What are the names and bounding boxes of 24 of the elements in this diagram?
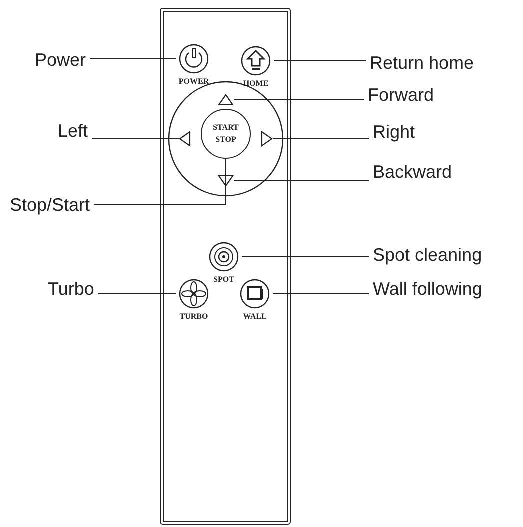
callout-label: Spot cleaning [373,244,482,266]
button-label: POWER [178,77,210,86]
callout-label: Power [35,49,86,71]
button-label: TURBO [178,312,210,321]
start-stop-button: START STOP [201,109,251,159]
leader-line [90,58,176,60]
callout-label: Wall following [373,278,482,300]
button-label: SPOT [212,275,236,284]
leader-line [272,138,370,140]
button-label: HOME [242,79,270,88]
callout-label: Return home [370,52,474,74]
callout-label: Turbo [48,278,94,300]
callout-label: Stop/Start [10,194,90,216]
leader-line [274,60,366,62]
callout-label: Left [58,120,88,142]
leader-line [234,180,370,182]
remote-control-body [160,8,291,525]
callout-label: Forward [368,84,434,106]
leader-line [242,256,370,258]
callout-label: Right [373,121,416,143]
callout-label: Backward [373,161,452,183]
leader-line [94,158,226,206]
button-label: WALL [242,312,268,321]
leader-line [92,138,180,140]
